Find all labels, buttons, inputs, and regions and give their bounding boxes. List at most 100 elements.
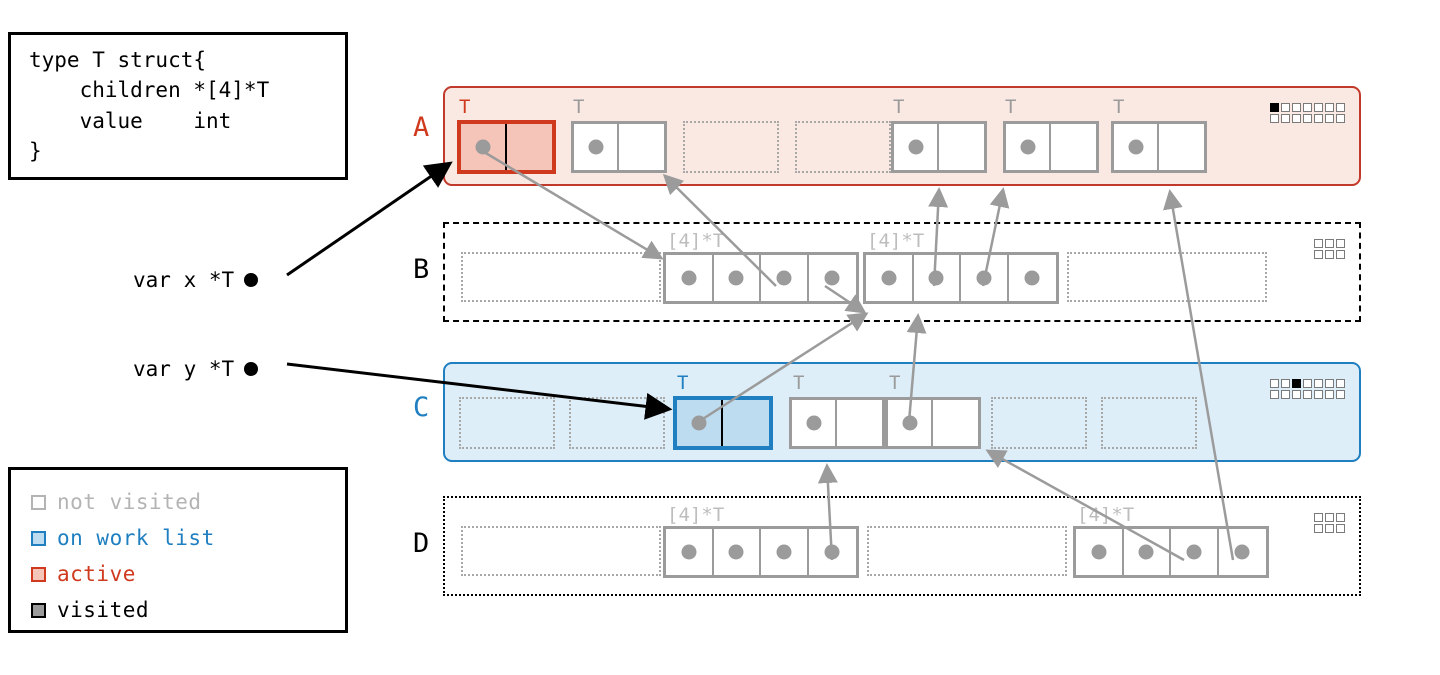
span-D-array-1[interactable] xyxy=(1073,526,1269,578)
span-A-object-5[interactable] xyxy=(1003,121,1099,173)
span-B-array-0-cell-1 xyxy=(714,255,761,301)
span-C-slot-5-free xyxy=(991,397,1087,449)
bitmap-cell xyxy=(1336,250,1345,259)
bitmap-cell xyxy=(1270,103,1279,112)
pointer-dot xyxy=(902,415,917,431)
span-D[interactable]: [4]*T [4]*T xyxy=(443,496,1361,596)
span-A-object-4-value-field xyxy=(939,124,984,170)
span-B-array-1-cell-2 xyxy=(961,255,1009,301)
pointer-dot xyxy=(776,270,792,286)
bitmap-cell xyxy=(1325,524,1334,533)
bitmap-cell xyxy=(1303,379,1312,388)
type-definition-box: type T struct{ children *[4]*T value int… xyxy=(8,32,348,180)
span-label-B: B xyxy=(413,254,430,285)
bitmap-row xyxy=(1270,103,1345,112)
pointer-dot xyxy=(824,544,840,560)
pointer-dot xyxy=(681,544,697,560)
bitmap-row xyxy=(1314,513,1345,522)
span-A[interactable]: T T T T T xyxy=(443,86,1361,186)
type-definition-code: type T struct{ children *[4]*T value int… xyxy=(29,48,270,164)
span-C-object-3-pointer-field xyxy=(792,400,837,446)
pointer-dot xyxy=(681,270,697,286)
span-C-object-2[interactable] xyxy=(673,396,773,450)
span-C-slot-0-free xyxy=(459,397,555,449)
pointer-dot xyxy=(881,270,897,286)
span-A-object-4-type-tag: T xyxy=(893,96,905,118)
span-C-object-4[interactable] xyxy=(885,397,981,449)
legend-swatch-on-work-list xyxy=(31,530,46,546)
pointer-dot xyxy=(691,415,707,431)
pointer-dot xyxy=(1024,270,1040,286)
span-label-A: A xyxy=(413,112,430,143)
span-A-object-4[interactable] xyxy=(891,121,987,173)
span-A-object-6-type-tag: T xyxy=(1113,96,1125,118)
legend-swatch-visited xyxy=(31,602,46,618)
span-B-array-1-cell-0 xyxy=(866,255,914,301)
span-B[interactable]: [4]*T [4]*T xyxy=(443,222,1361,322)
pointer-dot xyxy=(908,139,923,155)
bitmap-cell xyxy=(1281,390,1290,399)
bitmap-cell xyxy=(1325,114,1334,123)
span-C-slot-6-free xyxy=(1101,397,1197,449)
bitmap-cell xyxy=(1292,114,1301,123)
pointer-dot xyxy=(1091,544,1107,560)
span-B-array-1[interactable] xyxy=(863,252,1059,304)
span-B-array-1-cell-1 xyxy=(914,255,961,301)
bitmap-cell xyxy=(1325,103,1334,112)
bitmap-cell xyxy=(1292,103,1301,112)
span-A-object-1-type-tag: T xyxy=(573,96,585,118)
var-x-root: var x *T xyxy=(133,268,259,292)
span-C-object-3-type-tag: T xyxy=(793,372,805,394)
bitmap-cell xyxy=(1314,524,1323,533)
legend-label-visited: visited xyxy=(57,597,150,622)
span-D-array-0-cell-3 xyxy=(809,529,857,575)
pointer-dot xyxy=(824,270,840,286)
span-D-array-1-type-tag: [4]*T xyxy=(1077,504,1135,526)
pointer-dot xyxy=(806,415,821,431)
legend-item-active: active xyxy=(31,556,345,592)
bitmap-cell xyxy=(1270,379,1279,388)
bitmap-cell xyxy=(1281,379,1290,388)
bitmap-cell xyxy=(1281,103,1290,112)
span-B-slot-0-free xyxy=(461,252,661,302)
span-B-mark-bitmap xyxy=(1314,239,1345,259)
span-D-slot-2-free xyxy=(867,526,1067,576)
bitmap-cell xyxy=(1281,114,1290,123)
bitmap-cell xyxy=(1336,103,1345,112)
span-A-object-1[interactable] xyxy=(571,121,667,173)
span-A-object-5-value-field xyxy=(1051,124,1096,170)
span-B-array-0[interactable] xyxy=(663,252,859,304)
bitmap-cell xyxy=(1336,239,1345,248)
bitmap-cell xyxy=(1303,103,1312,112)
bitmap-row xyxy=(1314,250,1345,259)
span-C-object-3[interactable] xyxy=(789,397,885,449)
span-C-slot-1-free xyxy=(569,397,665,449)
legend-label-active: active xyxy=(57,561,136,586)
span-A-slot-2-free xyxy=(683,121,779,173)
span-A-object-6[interactable] xyxy=(1111,121,1207,173)
pointer-dot xyxy=(1186,544,1202,560)
legend-item-not-visited: not visited xyxy=(31,484,345,520)
span-B-slot-3-free xyxy=(1067,252,1267,302)
pointer-dot xyxy=(976,270,992,286)
span-D-array-0[interactable] xyxy=(663,526,859,578)
var-y-label: var y *T xyxy=(133,357,235,381)
span-label-C: C xyxy=(413,392,430,423)
span-D-array-0-cell-1 xyxy=(714,529,761,575)
span-A-object-0[interactable] xyxy=(457,120,556,174)
span-D-array-1-cell-3 xyxy=(1219,529,1267,575)
span-C-object-4-pointer-field xyxy=(888,400,933,446)
span-C[interactable]: T T T xyxy=(443,362,1361,462)
span-B-array-1-type-tag: [4]*T xyxy=(867,230,925,252)
pointer-dot xyxy=(1138,544,1154,560)
bitmap-cell xyxy=(1325,390,1334,399)
pointer-dot xyxy=(928,270,944,286)
span-B-array-1-cell-3 xyxy=(1009,255,1057,301)
bitmap-cell xyxy=(1270,390,1279,399)
bitmap-row xyxy=(1270,379,1345,388)
span-A-object-5-pointer-field xyxy=(1006,124,1051,170)
span-D-slot-0-free xyxy=(461,526,661,576)
span-C-object-3-value-field xyxy=(837,400,882,446)
pointer-dot xyxy=(728,544,744,560)
bitmap-cell xyxy=(1314,250,1323,259)
